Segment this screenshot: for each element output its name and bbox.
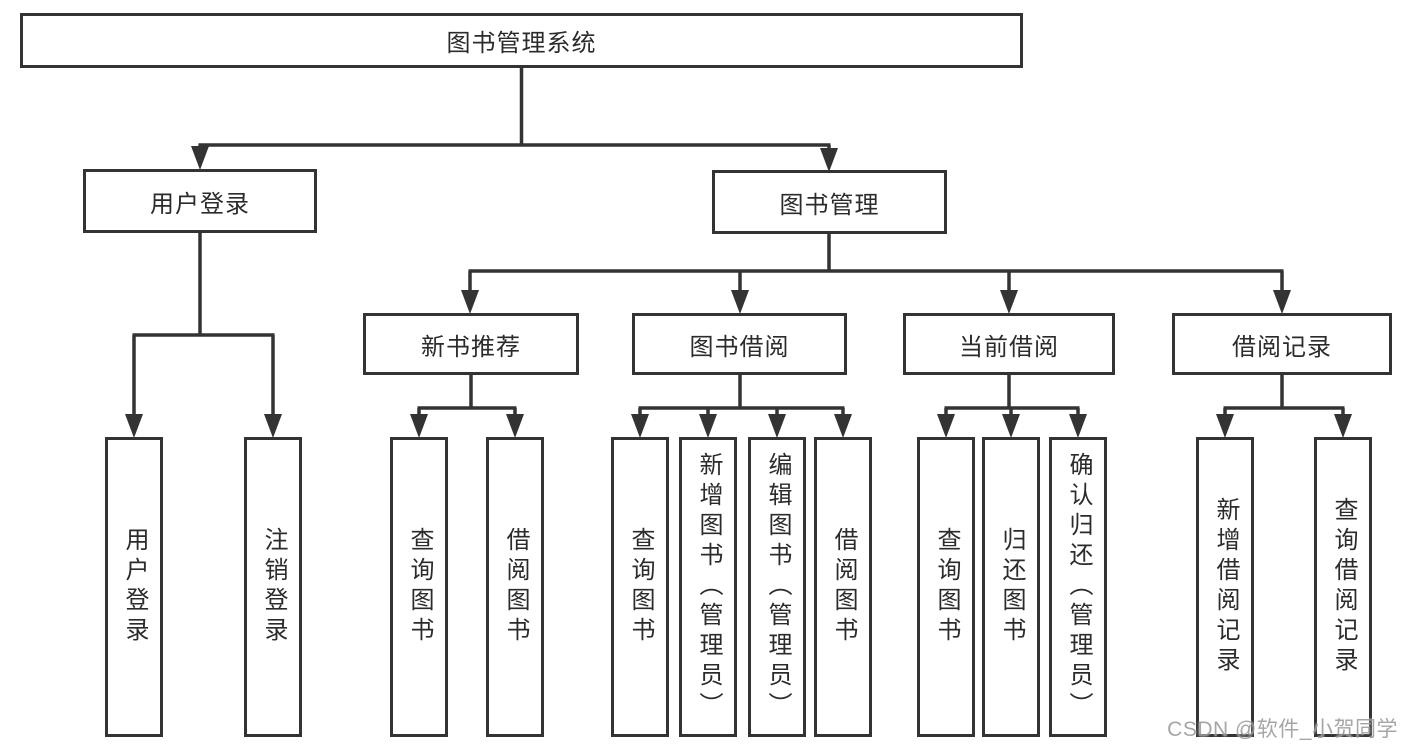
leaf-query-books-recommend: 查询图书 — [390, 437, 448, 737]
node-borrow-records: 借阅记录 — [1172, 313, 1392, 375]
leaf-query-books-current: 查询图书 — [917, 437, 975, 737]
node-root: 图书管理系统 — [20, 13, 1023, 68]
leaf-confirm-return-admin: 确认归还（管理员） — [1049, 437, 1107, 737]
leaf-return-books: 归还图书 — [982, 437, 1040, 737]
node-user-login: 用户登录 — [83, 169, 317, 233]
node-current-borrow: 当前借阅 — [903, 313, 1115, 375]
leaf-query-borrow-record: 查询借阅记录 — [1314, 437, 1372, 737]
leaf-borrow-books-recommend: 借阅图书 — [486, 437, 544, 737]
leaf-query-books-borrow: 查询图书 — [611, 437, 669, 737]
leaf-add-book-admin: 新增图书（管理员） — [679, 437, 737, 737]
leaf-borrow-books: 借阅图书 — [814, 437, 872, 737]
node-book-management: 图书管理 — [712, 170, 947, 234]
watermark: CSDN @软件_小贺同学 — [1167, 718, 1398, 741]
leaf-edit-book-admin: 编辑图书（管理员） — [748, 437, 806, 737]
leaf-logout: 注销登录 — [244, 437, 302, 737]
node-new-book-recommend: 新书推荐 — [363, 313, 579, 375]
leaf-add-borrow-record: 新增借阅记录 — [1196, 437, 1254, 737]
node-book-borrow: 图书借阅 — [632, 313, 847, 375]
leaf-user-login: 用户登录 — [105, 437, 163, 737]
